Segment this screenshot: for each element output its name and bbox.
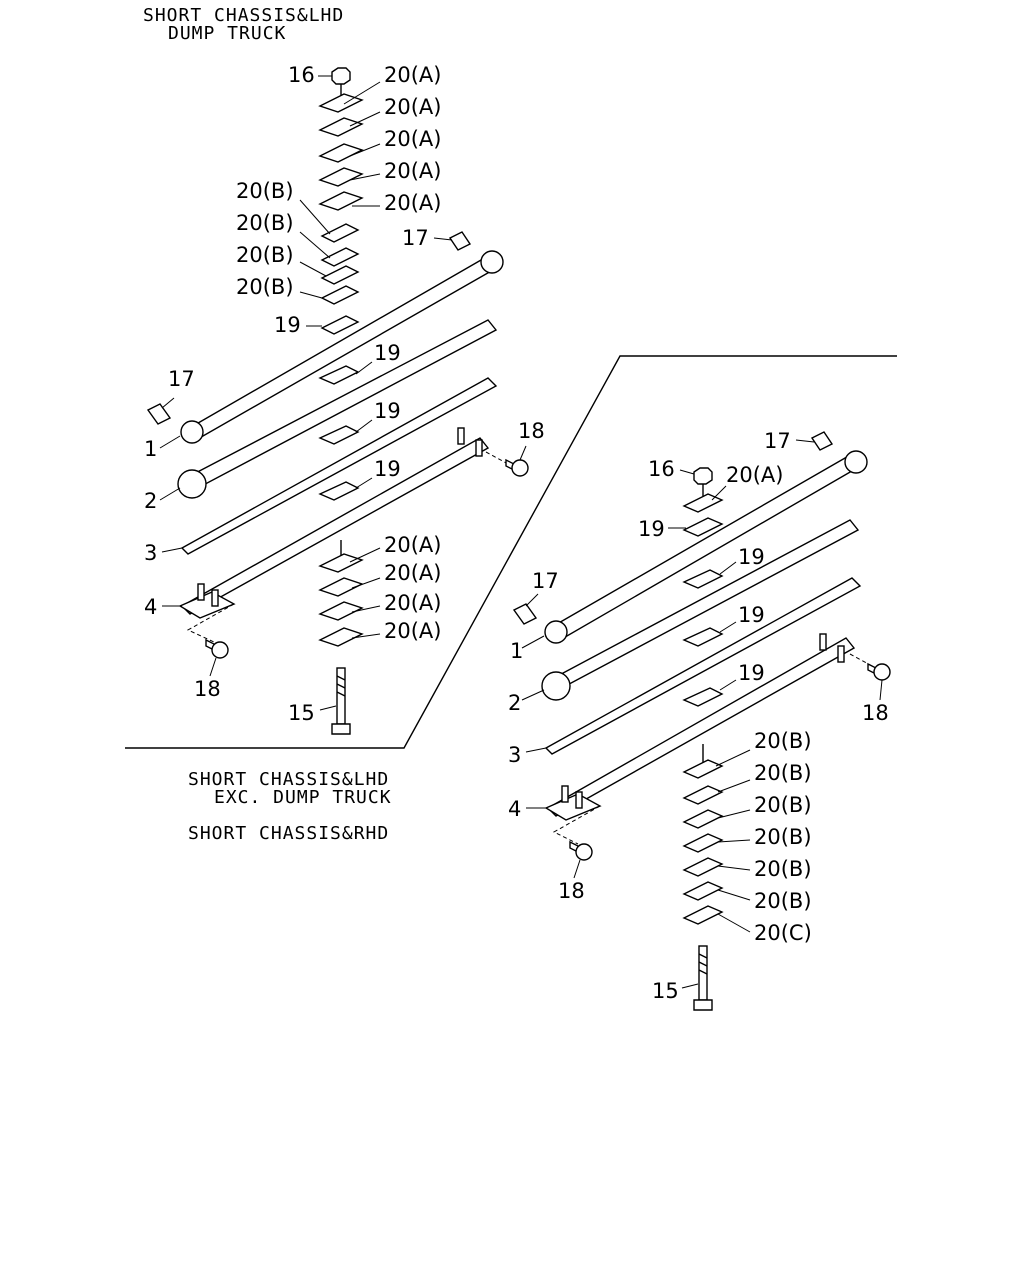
left-b-shim-label-2: 20(B) [236, 211, 294, 235]
right-nut-part-16 [693, 467, 713, 496]
right-leaf-label-3: 3 [508, 743, 521, 767]
left-bottom-shim-label-3: 20(A) [384, 591, 441, 615]
left-bolt-18-bottom [205, 638, 229, 659]
right-bottom-shim-label-2: 20(B) [754, 761, 812, 785]
left-top-shims [318, 93, 364, 211]
left-bolt-18-right [505, 458, 529, 477]
caption-top-line2: DUMP TRUCK [168, 23, 286, 44]
left-top-shim-label-4: 20(A) [384, 159, 441, 183]
left-bottom-shims [318, 540, 364, 647]
left-bolt-15 [331, 667, 351, 735]
left-leaf-3 [180, 377, 498, 555]
caption-mid-line1: SHORT CHASSIS&LHD [188, 769, 389, 790]
right-leaders [521, 439, 883, 989]
right-bottom-shim-label-4: 20(B) [754, 825, 812, 849]
right-bottom-shims [682, 744, 724, 925]
left-label-18-bottom: 18 [194, 677, 221, 701]
left-leaf-label-2: 2 [144, 489, 157, 513]
right-bottom-shim-label-7: 20(C) [754, 921, 812, 945]
section-divider [125, 355, 897, 749]
left-bottom-shim-label-4: 20(A) [384, 619, 441, 643]
left-leaf-2 [177, 319, 498, 499]
left-leaders [159, 75, 527, 711]
left-b-shim-label-4: 20(B) [236, 275, 294, 299]
right-leaf-label-1: 1 [510, 639, 523, 663]
right-bolt-15 [693, 945, 713, 1011]
right-bolt-18-bottom [569, 840, 593, 861]
left-bottom-shim-label-1: 20(A) [384, 533, 441, 557]
right-label-19-d: 19 [738, 661, 765, 685]
right-bottom-shim-label-1: 20(B) [754, 729, 812, 753]
right-label-19-c: 19 [738, 603, 765, 627]
left-b-shim-label-1: 20(B) [236, 179, 294, 203]
right-label-18-right: 18 [862, 701, 889, 725]
right-label-17-top: 17 [764, 429, 791, 453]
caption-mid-line3: SHORT CHASSIS&RHD [188, 823, 389, 844]
left-assembly: 16 20(A) 20(A) 20(A) 20(A) 20(A) 20(B) 2… [144, 63, 545, 735]
left-top-shim-label-1: 20(A) [384, 63, 441, 87]
left-label-19-d: 19 [374, 457, 401, 481]
right-label-17-left: 17 [532, 569, 559, 593]
right-label-19-a: 19 [638, 517, 665, 541]
left-label-15: 15 [288, 701, 315, 725]
left-bottom-shim-label-2: 20(A) [384, 561, 441, 585]
left-b-shims [320, 223, 360, 335]
left-leaf-1 [146, 231, 504, 444]
right-label-15: 15 [652, 979, 679, 1003]
right-bottom-shim-label-3: 20(B) [754, 793, 812, 817]
left-leaf-label-3: 3 [144, 541, 157, 565]
left-label-17-left: 17 [168, 367, 195, 391]
right-leaf-label-2: 2 [508, 691, 521, 715]
right-label-16: 16 [648, 457, 675, 481]
left-label-16: 16 [288, 63, 315, 87]
left-leaf-label-4: 4 [144, 595, 157, 619]
right-top-shim [682, 493, 724, 513]
right-leaf-label-4: 4 [508, 797, 521, 821]
right-spacer-19-a [682, 517, 724, 537]
right-leaf-3 [544, 577, 862, 755]
left-b-shim-label-3: 20(B) [236, 243, 294, 267]
right-leaf-2 [541, 519, 860, 701]
right-assembly: 17 16 20(A) 19 19 19 19 17 1 2 3 4 18 20… [508, 429, 891, 1011]
left-label-17-top: 17 [402, 226, 429, 250]
right-label-19-b: 19 [738, 545, 765, 569]
right-label-18-bottom: 18 [558, 879, 585, 903]
left-top-shim-label-3: 20(A) [384, 127, 441, 151]
left-leaf-label-1: 1 [144, 437, 157, 461]
right-leaf-1 [512, 431, 868, 644]
left-label-18-right: 18 [518, 419, 545, 443]
left-label-19-b: 19 [374, 341, 401, 365]
left-top-shim-label-2: 20(A) [384, 95, 441, 119]
left-leaf-4 [178, 427, 509, 643]
right-bottom-shim-label-6: 20(B) [754, 889, 812, 913]
right-bolt-18-right [867, 662, 891, 681]
caption-top-line1: SHORT CHASSIS&LHD [143, 5, 344, 26]
left-top-shim-label-5: 20(A) [384, 191, 441, 215]
left-label-19-a: 19 [274, 313, 301, 337]
left-label-19-c: 19 [374, 399, 401, 423]
right-bottom-shim-label-5: 20(B) [754, 857, 812, 881]
right-leaf-4 [544, 633, 873, 845]
right-top-shim-label: 20(A) [726, 463, 783, 487]
caption-mid-line2: EXC. DUMP TRUCK [214, 787, 392, 808]
